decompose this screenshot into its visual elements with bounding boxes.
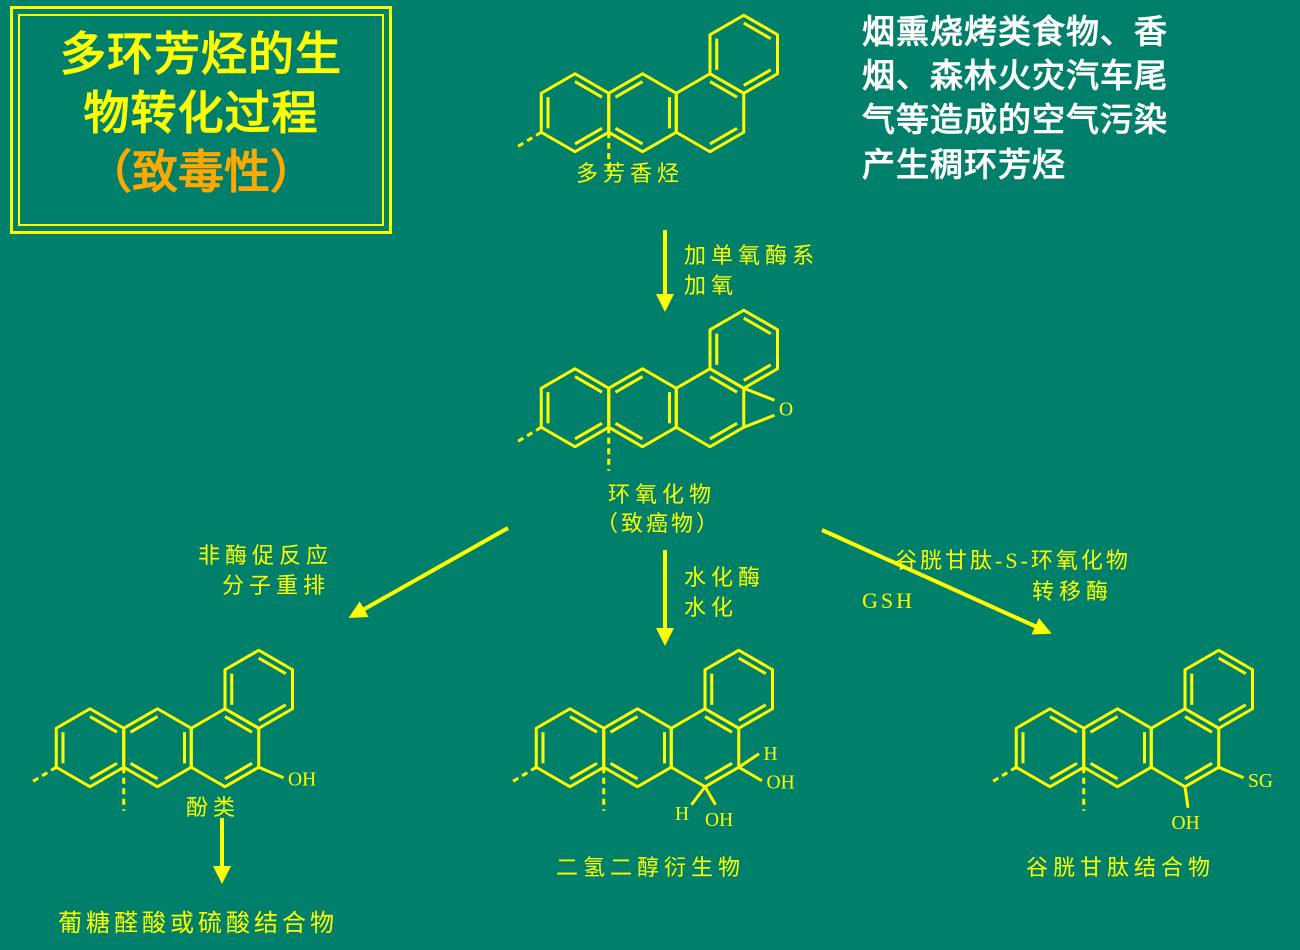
diol-oh-lower-label: OH [705, 810, 733, 831]
sg-group-label: SG [1248, 771, 1273, 792]
label-monooxygenation-2: 加氧 [684, 273, 739, 298]
label-phenol-conjugate: 葡糖醛酸或硫酸结合物 [58, 911, 338, 937]
diol-h-lower-label: H [675, 804, 689, 825]
label-gst-1: 谷胱甘肽-S-环氧化物 [895, 548, 1131, 573]
oxygen-atom-label: O [779, 399, 793, 420]
label-hydration-1: 水化酶 [684, 565, 766, 590]
label-hydration-2: 水化 [684, 595, 739, 620]
title-line-1: 多环芳烃的生 [60, 28, 342, 80]
label-gsh-cofactor: GSH [862, 588, 916, 613]
label-glutathione-conjugate: 谷胱甘肽结合物 [1026, 855, 1216, 880]
label-pah: 多芳香烃 [576, 161, 685, 186]
phenol-oh-label: OH [288, 769, 316, 790]
structure-dihydrodiol: H OH H OH [510, 648, 795, 831]
structure-epoxide: O [515, 308, 793, 473]
note-line-1: 烟熏烧烤类食物、香 [862, 13, 1168, 50]
structure-glutathione-conjugate: SG OH [990, 648, 1273, 834]
arrow-rearrangement [348, 526, 509, 618]
label-phenol: 酚类 [186, 795, 241, 820]
title-line-2: 物转化过程 [83, 86, 319, 139]
note-line-3: 气等造成的空气污染 [862, 101, 1168, 139]
source-note: 烟熏烧烤类食物、香 烟、森林火灾汽车尾 气等造成的空气污染 产生稠环芳烃 [862, 10, 1168, 187]
label-rearrangement-1: 非酶促反应 [198, 543, 334, 568]
label-gst-2: 转移酶 [1032, 579, 1114, 604]
label-rearrangement-2: 分子重排 [222, 573, 331, 598]
gsh-oh-label: OH [1172, 813, 1200, 834]
title-box: 多环芳烃的生 物转化过程 （致毒性） [10, 6, 392, 234]
structure-phenol: OH [30, 648, 316, 813]
note-line-4: 产生稠环芳烃 [862, 145, 1066, 183]
label-dihydrodiol: 二氢二醇衍生物 [556, 855, 746, 880]
label-epoxide-carcinogen: （致癌物） [596, 511, 722, 536]
diol-h-upper-label: H [764, 744, 778, 765]
note-line-2: 烟、森林火灾汽车尾 [862, 57, 1168, 95]
title-accent-line: （致毒性） [86, 145, 316, 198]
label-epoxide: 环氧化物 [608, 482, 717, 507]
label-monooxygenation-1: 加单氧酶系 [684, 243, 820, 268]
diol-oh-upper-label: OH [767, 772, 795, 793]
